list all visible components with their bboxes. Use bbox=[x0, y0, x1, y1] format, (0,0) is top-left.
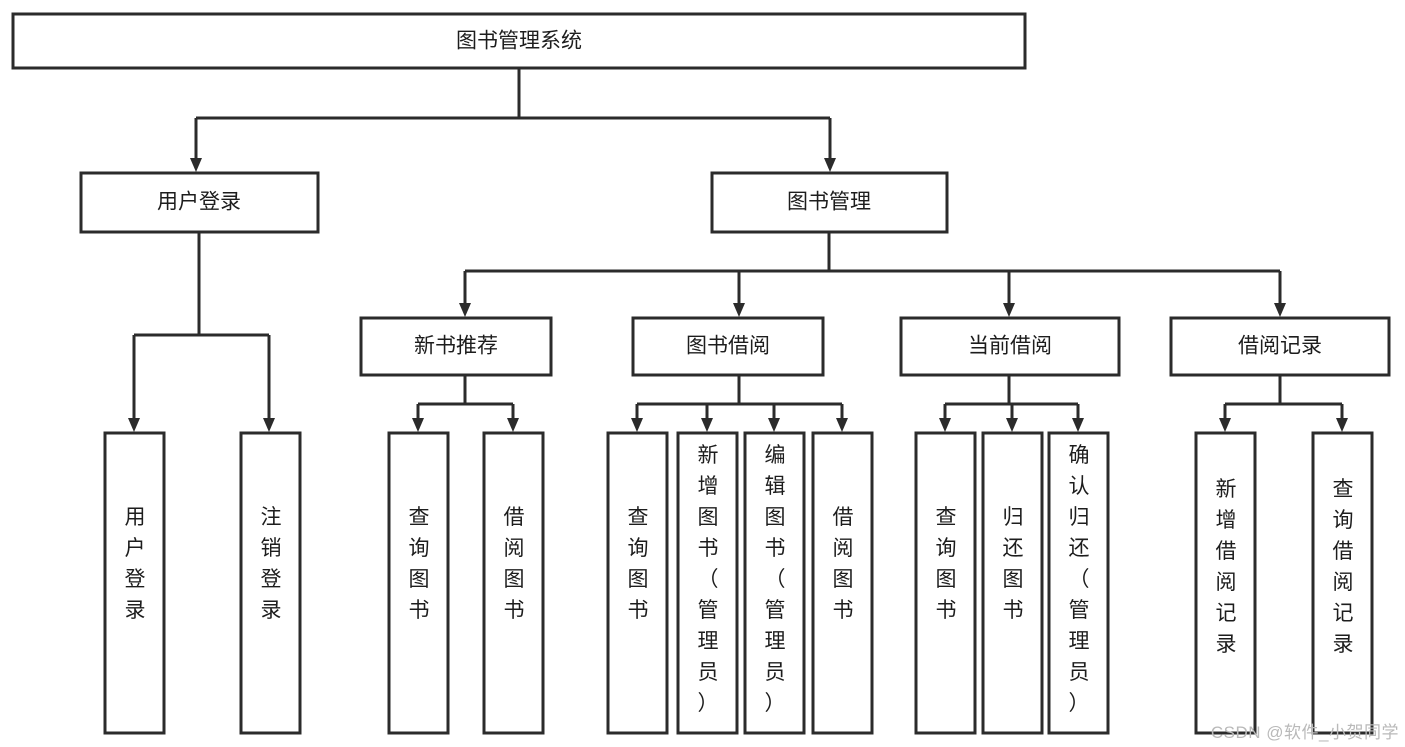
leaf-record-query-label: 查询借阅记录 bbox=[1333, 478, 1354, 656]
leaf-current-return[interactable]: 归还图书 bbox=[981, 431, 1044, 735]
node-user-login[interactable]: 用户登录 bbox=[79, 171, 320, 234]
watermark-text: CSDN @软件_小贺同学 bbox=[1210, 723, 1399, 742]
node-book-management-label: 图书管理 bbox=[787, 191, 871, 214]
arrow-head-icon bbox=[1006, 418, 1018, 432]
leaf-record-add-label: 新增借阅记录 bbox=[1216, 478, 1237, 656]
arrow-head-icon bbox=[459, 303, 471, 317]
connector-userlogin-to-leaves bbox=[128, 232, 275, 432]
leaf-borrow-query-label: 查询图书 bbox=[628, 506, 649, 622]
leaf-record-query[interactable]: 查询借阅记录 bbox=[1311, 431, 1374, 735]
arrow-head-icon bbox=[263, 418, 275, 432]
node-borrow-record-label: 借阅记录 bbox=[1238, 335, 1322, 358]
arrow-head-icon bbox=[1219, 418, 1231, 432]
arrow-head-icon bbox=[1274, 303, 1286, 317]
arrow-head-icon bbox=[733, 303, 745, 317]
arrow-head-icon bbox=[128, 418, 140, 432]
leaf-user-login-signout-label: 注销登录 bbox=[261, 506, 282, 622]
arrow-head-icon bbox=[631, 418, 643, 432]
connector-newbook-to-leaves bbox=[412, 375, 519, 432]
leaf-user-login-signin-label: 用户登录 bbox=[125, 506, 146, 622]
arrow-head-icon bbox=[1072, 418, 1084, 432]
leaf-borrow-add-book[interactable]: 新增图书（管理员） bbox=[676, 431, 739, 735]
node-book-borrow-label: 图书借阅 bbox=[686, 335, 770, 358]
leaf-borrow-query[interactable]: 查询图书 bbox=[606, 431, 669, 735]
node-current-borrow[interactable]: 当前借阅 bbox=[899, 316, 1121, 377]
leaf-borrow-edit-book-label: 编辑图书（管理员） bbox=[765, 444, 786, 715]
node-book-management[interactable]: 图书管理 bbox=[710, 171, 949, 234]
leaf-borrow-edit-book[interactable]: 编辑图书（管理员） bbox=[743, 431, 806, 735]
leaf-borrow-add-book-label: 新增图书（管理员） bbox=[698, 444, 719, 715]
connector-record-to-leaves bbox=[1219, 375, 1348, 432]
arrow-head-icon bbox=[1003, 303, 1015, 317]
arrow-head-icon bbox=[768, 418, 780, 432]
node-new-book-recommend-label: 新书推荐 bbox=[414, 335, 498, 358]
leaf-newbook-query[interactable]: 查询图书 bbox=[387, 431, 450, 735]
node-current-borrow-label: 当前借阅 bbox=[968, 335, 1052, 358]
node-new-book-recommend[interactable]: 新书推荐 bbox=[359, 316, 553, 377]
arrow-head-icon bbox=[701, 418, 713, 432]
arrow-head-icon bbox=[1336, 418, 1348, 432]
node-borrow-record[interactable]: 借阅记录 bbox=[1169, 316, 1391, 377]
arrow-head-icon bbox=[507, 418, 519, 432]
node-user-login-label: 用户登录 bbox=[157, 191, 241, 214]
leaf-borrow-borrow-book-label: 借阅图书 bbox=[833, 506, 854, 622]
leaf-current-query-label: 查询图书 bbox=[936, 506, 957, 622]
leaf-user-login-signout[interactable]: 注销登录 bbox=[239, 431, 302, 735]
leaf-current-query[interactable]: 查询图书 bbox=[914, 431, 977, 735]
connector-borrow-to-leaves bbox=[631, 375, 848, 432]
node-root-label: 图书管理系统 bbox=[456, 30, 582, 53]
node-book-borrow[interactable]: 图书借阅 bbox=[631, 316, 825, 377]
arrow-head-icon bbox=[836, 418, 848, 432]
arrow-head-icon bbox=[412, 418, 424, 432]
leaf-current-confirm-return[interactable]: 确认归还（管理员） bbox=[1047, 431, 1110, 735]
leaf-current-confirm-return-label: 确认归还（管理员） bbox=[1069, 444, 1090, 715]
leaf-newbook-borrow-label: 借阅图书 bbox=[504, 506, 525, 622]
node-root-system[interactable]: 图书管理系统 bbox=[11, 12, 1027, 70]
leaf-newbook-query-label: 查询图书 bbox=[409, 506, 430, 622]
leaf-newbook-borrow[interactable]: 借阅图书 bbox=[482, 431, 545, 735]
arrow-head-icon bbox=[939, 418, 951, 432]
leaf-record-add[interactable]: 新增借阅记录 bbox=[1194, 431, 1257, 735]
arrow-head-icon bbox=[824, 158, 836, 172]
connector-bookmgmt-to-level3 bbox=[459, 232, 1286, 317]
leaf-current-return-label: 归还图书 bbox=[1003, 506, 1024, 622]
arrow-head-icon bbox=[190, 158, 202, 172]
leaf-borrow-borrow-book[interactable]: 借阅图书 bbox=[811, 431, 874, 735]
connector-current-to-leaves bbox=[939, 375, 1084, 432]
connector-root-to-level2 bbox=[190, 68, 836, 172]
leaf-user-login-signin[interactable]: 用户登录 bbox=[103, 431, 166, 735]
